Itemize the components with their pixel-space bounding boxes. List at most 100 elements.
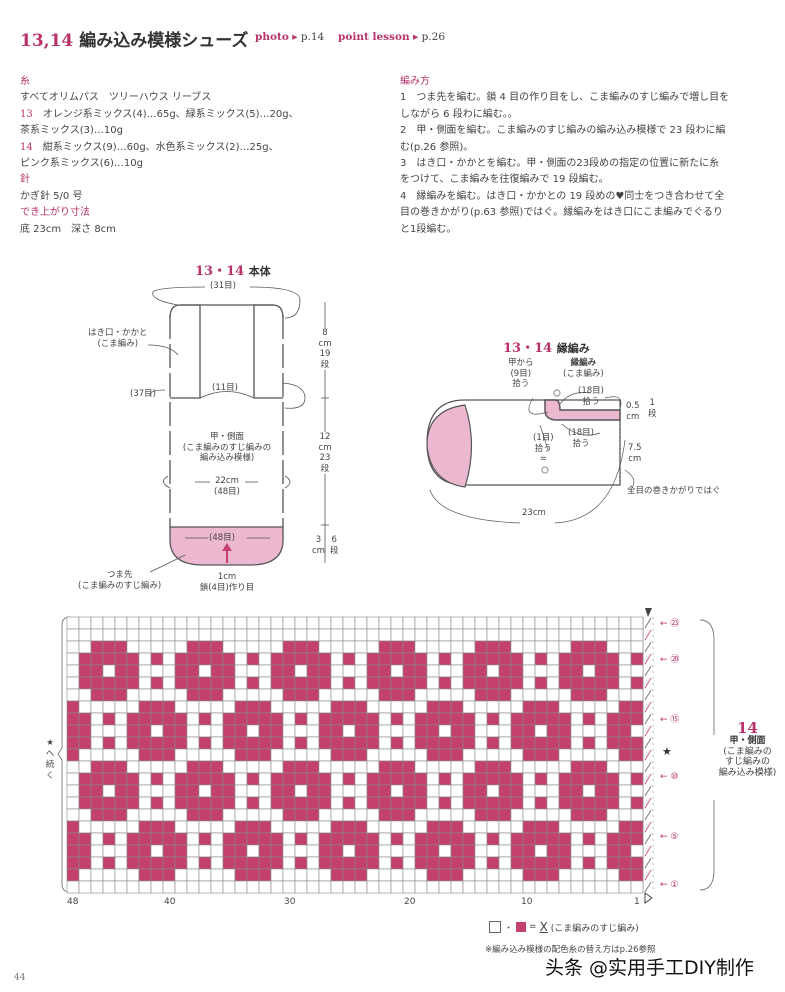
stitch-contrast <box>174 736 188 750</box>
edge-stitch-mark <box>644 797 652 809</box>
stitch-main <box>198 748 212 762</box>
chart-number: 14 <box>737 719 758 737</box>
stitch-contrast <box>390 640 404 654</box>
stitch-main <box>618 760 632 774</box>
stitch-main <box>534 664 548 678</box>
stitch-main <box>606 640 620 654</box>
yarn-14-line2: ピンク系ミックス(6)…10g <box>20 158 143 170</box>
stitch-main <box>330 808 344 822</box>
stitch-main <box>366 820 380 834</box>
stitch-contrast <box>486 688 500 702</box>
stitch-contrast <box>366 856 380 870</box>
toe-stitch-count: (48目) <box>209 533 235 543</box>
label-line: cm <box>628 453 642 464</box>
stitch-contrast <box>306 808 320 822</box>
instep-label-3: 編み込み模様) <box>199 453 255 463</box>
stitch-main <box>414 628 428 642</box>
stitch-main <box>474 856 488 870</box>
stitch-main <box>162 760 176 774</box>
stitch-contrast <box>102 652 116 666</box>
stitch-main <box>474 616 488 630</box>
size-14-number: 14 <box>20 141 33 153</box>
stitch-main <box>210 748 224 762</box>
stitch-contrast <box>306 760 320 774</box>
lesson-page: p.26 <box>421 31 445 43</box>
stitch-contrast <box>258 700 272 714</box>
stitch-main <box>570 712 584 726</box>
stitch-main <box>366 760 380 774</box>
stitch-main <box>342 760 356 774</box>
stitch-main <box>246 784 260 798</box>
stitch-main <box>390 628 404 642</box>
stitch-main <box>426 664 440 678</box>
stitch-contrast <box>366 832 380 846</box>
stitch-contrast <box>66 724 80 738</box>
stitch-contrast <box>618 868 632 882</box>
stitch-contrast <box>630 652 644 666</box>
stitch-contrast <box>258 724 272 738</box>
stitch-main <box>318 868 332 882</box>
stitch-contrast <box>450 856 464 870</box>
stitch-contrast <box>438 868 452 882</box>
stitch-main <box>258 688 272 702</box>
stitch-contrast <box>462 724 476 738</box>
stitch-main <box>486 664 500 678</box>
stitch-main <box>282 820 296 834</box>
stitch-contrast <box>534 748 548 762</box>
stitch-contrast <box>270 676 284 690</box>
stitch-main <box>258 616 272 630</box>
stitch-main <box>366 868 380 882</box>
star-icon: ★ <box>662 745 672 758</box>
edge-stitch-mark <box>644 833 652 845</box>
stitch-main <box>66 652 80 666</box>
stitch-main <box>330 628 344 642</box>
stitch-main <box>126 748 140 762</box>
stitch-contrast <box>150 772 164 786</box>
stitch-main <box>498 832 512 846</box>
stitch-contrast <box>258 712 272 726</box>
stitch-contrast <box>582 652 596 666</box>
stitch-main <box>126 688 140 702</box>
stitch-contrast <box>90 796 104 810</box>
edge-stitch-mark <box>644 773 652 785</box>
stitch-contrast <box>234 724 248 738</box>
stitch-contrast <box>258 832 272 846</box>
stitch-contrast <box>114 640 128 654</box>
stitch-contrast <box>150 676 164 690</box>
row-marker: ← ① <box>660 880 679 890</box>
stitch-main <box>462 616 476 630</box>
stitch-main <box>462 760 476 774</box>
stitch-contrast <box>594 688 608 702</box>
stitch-contrast <box>294 712 308 726</box>
stitch-main <box>450 784 464 798</box>
stitch-contrast <box>522 820 536 834</box>
stitch-contrast <box>246 676 260 690</box>
stitch-main <box>330 664 344 678</box>
edging-label: 縁編み(こま編み) <box>563 358 604 379</box>
stitch-main <box>318 808 332 822</box>
stitch-main <box>282 832 296 846</box>
stitch-contrast <box>102 796 116 810</box>
stitch-main <box>186 844 200 858</box>
stitch-contrast <box>414 832 428 846</box>
stitch-main <box>474 712 488 726</box>
stitch-contrast <box>258 844 272 858</box>
stitch-contrast <box>102 676 116 690</box>
edge-stitch-mark <box>644 689 652 701</box>
stitch-main <box>558 748 572 762</box>
stitch-main <box>234 772 248 786</box>
stitch-main <box>426 616 440 630</box>
x-tick: 10 <box>521 897 533 907</box>
pattern-name: 編み込み模様シューズ <box>79 31 249 51</box>
stitch-main <box>474 700 488 714</box>
stitch-contrast <box>630 748 644 762</box>
edge-stitch-mark <box>644 701 652 713</box>
legend-equals: = <box>529 922 537 932</box>
stitch-main <box>150 808 164 822</box>
stitch-contrast <box>126 652 140 666</box>
width-label: 22cm(48目) <box>202 476 252 497</box>
stitch-contrast <box>558 784 572 798</box>
stitch-contrast <box>186 688 200 702</box>
stitch-main <box>342 880 356 894</box>
stitch-main <box>186 856 200 870</box>
